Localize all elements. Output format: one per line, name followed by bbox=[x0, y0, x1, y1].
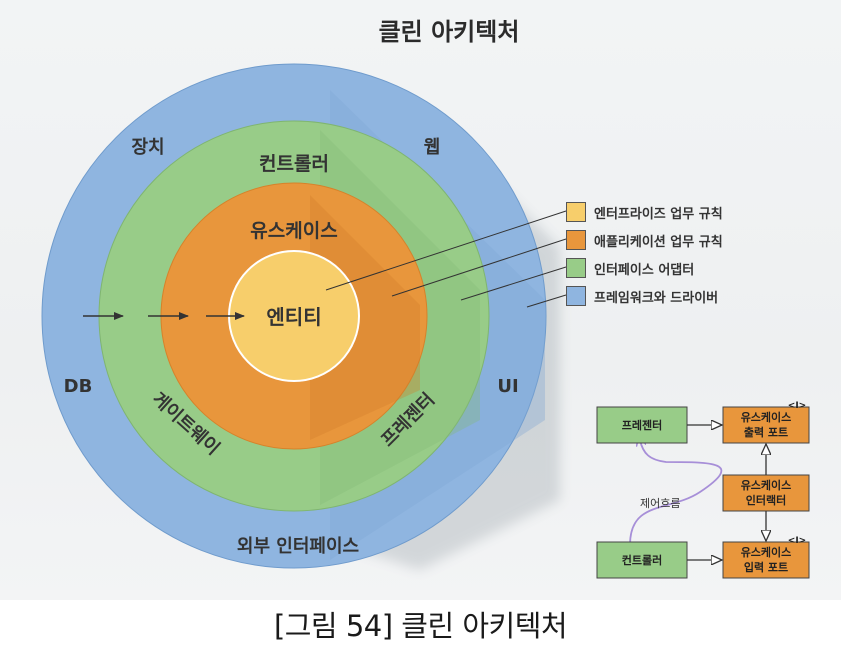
legend-item-application-rules: 애플리케이션 업무 규칙 bbox=[566, 226, 723, 254]
output-port-label-1: 유스케이스 bbox=[741, 410, 792, 424]
legend-label: 프레임워크와 드라이버 bbox=[594, 290, 719, 306]
label-entity: 엔티티 bbox=[266, 305, 321, 329]
label-external-interfaces: 외부 인터페이스 bbox=[237, 536, 359, 557]
clean-architecture-diagram: 클린 아키텍처 장치 웹 DB UI 외부 인터페이스 컨트롤러 게이트웨이 프… bbox=[41, 18, 810, 579]
presenter-box-label: 프레젠터 bbox=[622, 418, 662, 432]
legend-label: 애플리케이션 업무 규칙 bbox=[594, 234, 723, 250]
controller-box-label: 컨트롤러 bbox=[622, 553, 662, 567]
legend-item-frameworks-drivers: 프레임워크와 드라이버 bbox=[566, 282, 723, 310]
legend: 엔터프라이즈 업무 규칙 애플리케이션 업무 규칙 인터페이스 어댑터 프레임워… bbox=[566, 198, 723, 310]
label-devices: 장치 bbox=[131, 137, 164, 158]
figure-background: 클린 아키텍처 장치 웹 DB UI 외부 인터페이스 컨트롤러 게이트웨이 프… bbox=[0, 0, 841, 600]
interactor-label-1: 유스케이스 bbox=[741, 478, 792, 492]
legend-label: 인터페이스 어댑터 bbox=[594, 262, 695, 278]
output-port-label-2: 출력 포트 bbox=[744, 425, 788, 439]
diagram-title: 클린 아키텍처 bbox=[379, 18, 520, 46]
output-port-box bbox=[722, 406, 810, 444]
legend-swatch bbox=[566, 230, 586, 250]
label-controller: 컨트롤러 bbox=[259, 153, 329, 175]
label-usecase: 유스케이스 bbox=[250, 220, 337, 242]
label-web: 웹 bbox=[424, 137, 441, 158]
figure-caption: [그림 54] 클린 아키텍처 bbox=[273, 608, 568, 643]
legend-swatch bbox=[566, 258, 586, 278]
control-flow-label: 제어흐름 bbox=[640, 497, 680, 510]
input-port-box bbox=[722, 541, 810, 579]
output-port-interface-mark: <I> bbox=[788, 401, 806, 411]
legend-label: 엔터프라이즈 업무 규칙 bbox=[594, 206, 723, 222]
input-port-label-2: 입력 포트 bbox=[744, 561, 788, 574]
label-db: DB bbox=[64, 376, 93, 397]
flow-diagram: 제어흐름 프레젠터 컨트롤러 유스케이스 출력 포트 <I> 유스케이스 인터랙… bbox=[596, 401, 810, 579]
legend-pointer-lines bbox=[325, 210, 567, 308]
interactor-label-2: 인터랙터 bbox=[746, 493, 786, 507]
input-port-interface-mark: <I> bbox=[788, 536, 806, 546]
legend-item-interface-adapters: 인터페이스 어댑터 bbox=[566, 254, 723, 282]
presenter-box bbox=[596, 406, 688, 444]
label-ui: UI bbox=[497, 376, 518, 397]
legend-swatch bbox=[566, 202, 586, 222]
legend-swatch bbox=[566, 286, 586, 306]
control-flow-curve bbox=[629, 440, 723, 546]
legend-item-enterprise-rules: 엔터프라이즈 업무 규칙 bbox=[566, 198, 723, 226]
input-port-label-1: 유스케이스 bbox=[741, 545, 792, 559]
